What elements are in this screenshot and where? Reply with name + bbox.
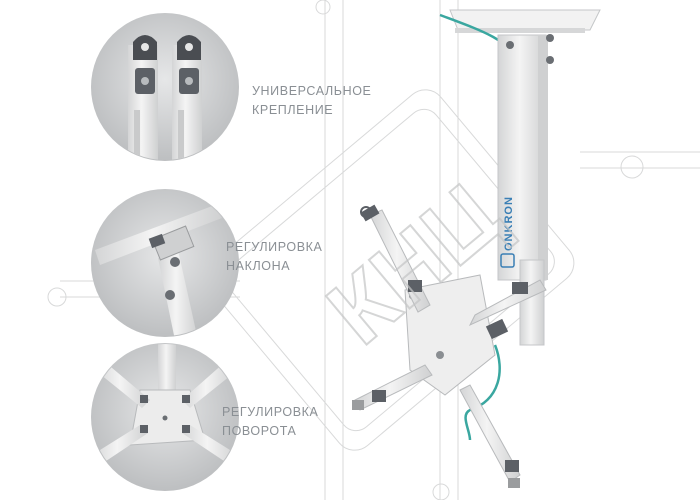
feature-label-tilt: РЕГУЛИРОВКА НАКЛОНА (226, 240, 323, 273)
brand-logo: ONKRON (500, 196, 515, 268)
detail-rotation (91, 343, 239, 491)
detail-universal-mount (91, 13, 239, 161)
feature-label-rotation: РЕГУЛИРОВКА ПОВОРОТА (222, 405, 319, 438)
brand-text: ONKRON (503, 196, 515, 251)
feature-label-universal-mount: УНИВЕРСАЛЬНОЕ КРЕПЛЕНИЕ (252, 84, 372, 117)
ceiling-mount-product: ONKRON (352, 9, 601, 488)
detail-tilt (91, 189, 239, 337)
